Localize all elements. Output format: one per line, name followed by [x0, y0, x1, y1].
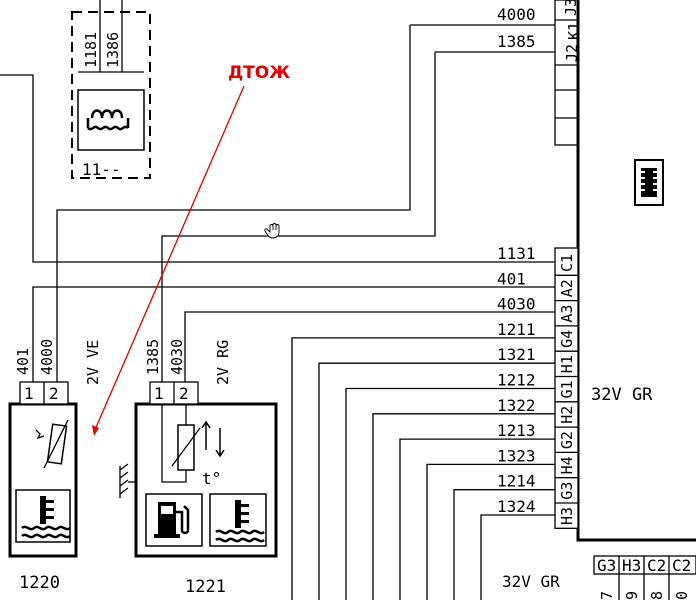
sensor-1221: 1 2 1385 4030 2V RG t°: [119, 339, 278, 597]
sensor-1220-pin-2: 2: [49, 384, 59, 403]
sensor-1220-id: 1220: [19, 573, 60, 593]
bottom-pin-number: 0: [673, 591, 691, 600]
sensor-1220-wire-4000: 4000: [38, 339, 56, 375]
top-connector-code: 11--: [82, 160, 121, 179]
bottom-pin-H3: H3: [622, 556, 641, 575]
wire-1212: [345, 387, 555, 600]
sensor-1220: 1 2 401 4000 2V VE 1220: [8, 339, 102, 593]
wire-1323: [426, 463, 555, 600]
sensor-1220-wire-401: 401: [14, 348, 32, 375]
sensor-1221-wire-1385: 1385: [144, 339, 162, 375]
wire-label-1321: 1321: [497, 345, 536, 364]
ecu-pin-G4: G4: [558, 330, 576, 348]
wire-label-1323: 1323: [497, 446, 536, 465]
wire-1131: [0, 74, 555, 263]
coolant-temperature-icon: [15, 489, 71, 543]
wire-1324: [480, 514, 555, 600]
chip-icon: [634, 159, 664, 206]
wire-label-1213: 1213: [497, 421, 536, 440]
sensor-1221-temp-symbol: t°: [202, 469, 221, 488]
sensor-1220-connector: 2V VE: [84, 340, 102, 385]
bottom-connector: 32V GR G3 7 H3 9 C2 8 C2 0: [502, 555, 696, 600]
bottom-pin-G3: G3: [597, 556, 616, 575]
annotation-label: ДТОЖ: [228, 63, 290, 83]
wire-label-1211: 1211: [497, 320, 536, 339]
wire-4030: [184, 311, 555, 385]
bottom-pin-number: 8: [648, 591, 666, 600]
ecu-pin-G1: G1: [558, 380, 576, 398]
sensor-1221-connector: 2V RG: [214, 340, 232, 385]
ecu-pin-A2: A2: [558, 279, 576, 297]
top-connector: 1181 1386 11--: [71, 0, 151, 179]
coolant-temperature-icon-2: [209, 493, 267, 547]
bottom-pin-C2: C2: [672, 556, 691, 575]
hand-cursor-icon: [264, 223, 280, 239]
ecu-pin-H4: H4: [558, 456, 576, 474]
sensor-1221-wire-4030: 4030: [168, 339, 186, 375]
wire-label-1214: 1214: [497, 472, 536, 491]
wire-label-1324: 1324: [497, 497, 536, 516]
wire-label-1385: 1385: [497, 32, 536, 51]
sensor-1221-pin-2: 2: [179, 384, 189, 403]
wire-1211: [291, 337, 555, 600]
wire-label-401: 401: [497, 269, 526, 288]
wire-label-1131: 1131: [497, 244, 536, 263]
ecu-pin-C1: C1: [558, 254, 576, 272]
ecu-pin-H3: H3: [558, 507, 576, 525]
wire-1322: [372, 413, 555, 600]
wire-4000: [56, 25, 411, 385]
wire-1213: [399, 438, 555, 600]
ecu-label: 32V GR: [591, 385, 653, 405]
wire-1214: [453, 489, 555, 600]
wire-401: [32, 286, 555, 385]
fuel-pump-icon: [145, 493, 203, 547]
wire-label-4030: 4030: [497, 295, 536, 314]
wire-label-1212: 1212: [497, 371, 536, 390]
bottom-pin-C2: C2: [647, 556, 666, 575]
top-wire-1386: 1386: [104, 32, 122, 68]
bottom-pin-number: 7: [598, 591, 616, 600]
sensor-1221-id: 1221: [185, 577, 226, 597]
wire-1321: [318, 362, 555, 600]
ecu-pin-K1: K1: [565, 22, 583, 40]
bottom-pin-number: 9: [623, 591, 641, 600]
ecu-pin-J2: J2: [563, 44, 581, 62]
ecu-pin-G3: G3: [558, 482, 576, 500]
sensor-1221-pin-1: 1: [154, 384, 164, 403]
ecu-body-outline: [576, 0, 696, 542]
ecu-pin-H1: H1: [558, 355, 576, 373]
ecu-pin-G2: G2: [558, 431, 576, 449]
sensor-1220-pin-1: 1: [24, 384, 34, 403]
ecu-top-connector-block: [554, 0, 579, 146]
bottom-connector-label: 32V GR: [502, 572, 560, 591]
wire-label-4000: 4000: [497, 5, 536, 24]
wire-1385: [161, 52, 436, 385]
wire-bundle: [291, 337, 555, 600]
ecu-pin-J3: J3: [562, 0, 580, 16]
wire-label-1322: 1322: [497, 396, 536, 415]
top-wire-1181: 1181: [82, 32, 100, 68]
coil-icon: [86, 109, 130, 131]
annotation: ДТОЖ: [92, 63, 290, 436]
ecu-pin-A3: A3: [558, 305, 576, 323]
ecu-pin-H2: H2: [558, 406, 576, 424]
